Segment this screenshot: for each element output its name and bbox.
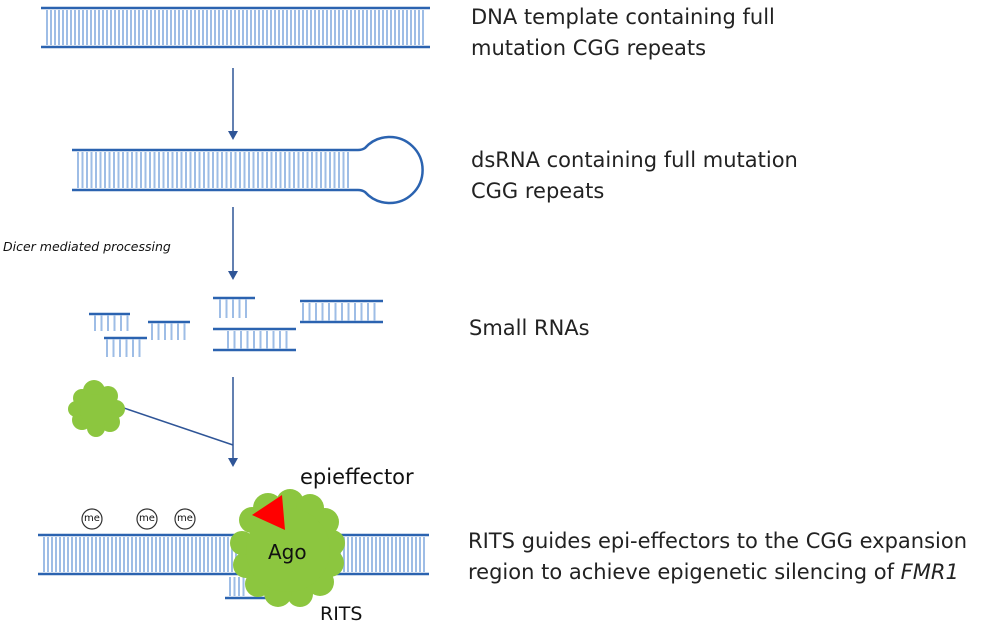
epieffector-triangle — [252, 495, 285, 530]
small-rna-4 — [213, 296, 255, 318]
epieffector-label: epieffector — [300, 465, 414, 489]
methyl-label-3: me — [177, 513, 193, 524]
dsrna-hairpin — [72, 135, 424, 205]
fmr1-gene-name: FMR1 — [900, 560, 959, 584]
methyl-mark-3 — [174, 508, 196, 530]
small-rna-6 — [300, 299, 383, 324]
step-dsrna-text: dsRNA containing full mutation CGG repea… — [471, 145, 798, 207]
step-dsrna-line-1: dsRNA containing full mutation — [471, 148, 798, 172]
arrow-small-rnas-to-rits — [228, 377, 238, 467]
step-dna-line-2: mutation CGG repeats — [471, 36, 707, 60]
step-dna-template-text: DNA template containing full mutation CG… — [471, 2, 775, 64]
methyl-label-2: me — [139, 513, 155, 524]
step-rits-line-2-prefix: region to achieve epigenetic silencing o… — [468, 560, 901, 584]
small-rna-fragments — [89, 296, 383, 357]
methyl-mark-2 — [136, 508, 158, 530]
step-dsrna-line-2: CGG repeats — [471, 179, 605, 203]
dsrna-strand-loop — [72, 135, 424, 205]
rits-base-pairs — [43, 537, 425, 572]
dna-base-pairs — [46, 10, 424, 45]
ago-label: Ago — [268, 540, 307, 564]
step-small-rnas-text: Small RNAs — [469, 313, 590, 344]
dna-template-duplex — [41, 6, 430, 49]
step-rits-line-1: RITS guides epi-effectors to the CGG exp… — [468, 529, 968, 553]
rits-target-dna — [38, 533, 429, 600]
dsrna-base-pairs — [77, 152, 349, 188]
small-rna-5 — [213, 327, 296, 352]
small-rna-3 — [104, 336, 147, 357]
methyl-mark-1 — [81, 508, 103, 530]
step-rits-line-2: region to achieve epigenetic silencing o… — [468, 557, 967, 588]
step-small-rnas-line-1: Small RNAs — [469, 316, 590, 340]
arrow-dna-to-dsrna — [228, 68, 238, 140]
step-dna-line-1: DNA template containing full — [471, 5, 775, 29]
methyl-label-1: me — [84, 513, 100, 524]
small-rna-2 — [148, 320, 190, 340]
guide-rna-bases — [229, 577, 245, 596]
effector-protein-blob — [68, 380, 234, 446]
dicer-processing-label: Dicer mediated processing — [3, 239, 171, 254]
rits-label: RITS — [320, 603, 363, 625]
small-rna-1 — [89, 312, 130, 331]
arrow-dsrna-to-small-rnas — [228, 207, 238, 280]
step-rits-text: RITS guides epi-effectors to the CGG exp… — [468, 526, 967, 588]
methyl-marks — [81, 508, 196, 530]
